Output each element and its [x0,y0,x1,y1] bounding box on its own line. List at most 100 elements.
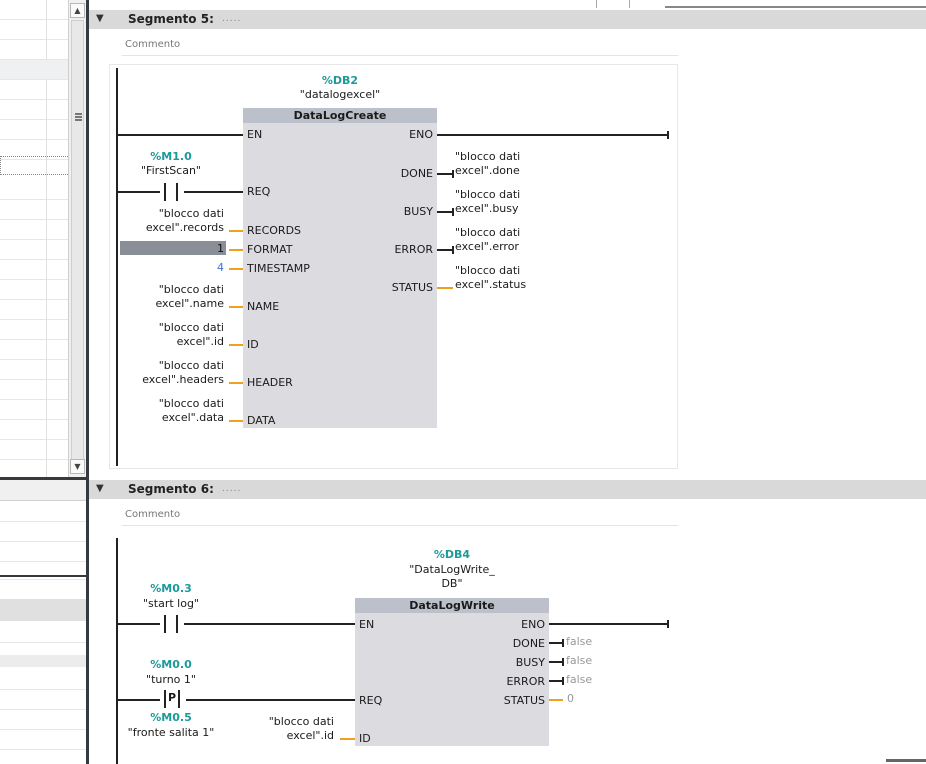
tree-row[interactable] [0,710,86,730]
busy-operand[interactable]: "blocco dati excel".busy [455,188,521,215]
no-contact[interactable] [160,615,184,633]
tree-row[interactable] [0,380,68,400]
tree-row[interactable] [0,20,68,40]
tree-row[interactable] [0,670,86,690]
tree-row[interactable] [0,440,68,460]
datalogcreate-block[interactable]: DataLogCreate [243,108,437,428]
segment-comment[interactable]: Commento [122,36,678,56]
tree-row[interactable] [0,340,68,360]
panel-separator [0,575,86,577]
segment-6-header[interactable]: ▼ Segmento 6: ..... [89,480,926,499]
collapse-triangle-icon[interactable]: ▼ [96,13,104,24]
tree-row[interactable] [0,200,68,220]
datalogwrite-block[interactable]: DataLogWrite [355,598,549,746]
tree-row[interactable] [0,40,68,60]
error-operand[interactable]: "blocco dati excel".error [455,226,521,253]
contact-tag[interactable]: "start log" [142,597,199,610]
grip-icon [75,113,82,121]
network-5-area[interactable] [109,64,678,469]
db-instance-name[interactable]: "datalogexcel" [299,88,381,101]
pin-id: ID [359,732,371,745]
timestamp-value[interactable]: 4 [217,261,224,274]
selected-operand-field[interactable] [120,241,226,255]
tree-row[interactable] [0,522,86,542]
splitter[interactable] [86,0,89,764]
en-wire [117,134,243,136]
id-wire [229,344,243,346]
tree-row[interactable] [0,623,86,643]
tree-row-selected[interactable] [0,156,70,175]
edge-memory-address[interactable]: %M0.5 [150,711,192,724]
data-operand[interactable]: "blocco dati excel".data [158,397,224,424]
pin-error: ERROR [506,675,545,688]
db-instance-name[interactable]: "DataLogWrite_ DB" [409,563,495,590]
name-wire [229,306,243,308]
scroll-thumb[interactable] [71,20,84,472]
tree-row[interactable] [0,690,86,710]
pin-format: FORMAT [247,243,293,256]
en-wire [117,623,355,625]
collapse-triangle-icon[interactable]: ▼ [96,483,104,494]
scroll-up-icon[interactable]: ▲ [70,3,85,18]
done-operand[interactable]: "blocco dati excel".done [455,150,521,177]
tree-row[interactable] [0,542,86,562]
tree-row[interactable] [0,560,86,580]
tree-row[interactable] [0,260,68,280]
tree-row[interactable] [0,502,86,522]
block-name: DataLogCreate [243,108,437,123]
done-wire [437,173,453,175]
wire-end [452,208,454,216]
tree-row[interactable] [0,730,86,750]
id-operand[interactable]: "blocco dati excel".id [268,715,334,742]
power-rail [116,68,118,466]
db-number[interactable]: %DB2 [321,74,359,87]
tree-row[interactable] [0,0,68,20]
pin-en: EN [247,128,263,141]
contact-tag[interactable]: "turno 1" [146,673,196,686]
segment-title-placeholder[interactable]: ..... [222,14,242,24]
contact-tag[interactable]: "FirstScan" [140,164,201,177]
tree-row[interactable] [0,60,68,80]
bottom-indicator [886,759,926,762]
pin-timestamp: TIMESTAMP [247,262,310,275]
tree-row[interactable] [0,140,68,160]
tree-row[interactable] [0,180,68,200]
db-number[interactable]: %DB4 [433,548,471,561]
tree-row[interactable] [0,100,68,120]
wire-end [562,677,564,685]
name-operand[interactable]: "blocco dati excel".name [155,283,224,310]
tree-row[interactable] [0,400,68,420]
tree-row[interactable] [0,300,68,320]
tree-row[interactable] [0,320,68,340]
tree-row[interactable] [0,80,68,100]
records-operand[interactable]: "blocco dati excel".records [145,207,224,234]
status-operand[interactable]: "blocco dati excel".status [455,264,527,291]
edge-memory-tag[interactable]: "fronte salita 1" [127,726,215,739]
segment-5-header[interactable]: ▼ Segmento 5: ..... [89,10,926,29]
pin-data: DATA [247,414,276,427]
scroll-down-icon[interactable]: ▼ [70,459,85,474]
tree-row[interactable] [0,458,68,478]
pin-header: HEADER [247,376,293,389]
tree-row[interactable] [0,240,68,260]
tree-row[interactable] [0,360,68,380]
contact-address[interactable]: %M0.3 [150,582,192,595]
p-contact[interactable]: P [160,690,186,708]
header-operand[interactable]: "blocco dati excel".headers [142,359,224,386]
tree-row[interactable] [0,220,68,240]
segment-title: Segmento 6: [128,482,214,496]
wire-end [667,131,669,139]
id-operand[interactable]: "blocco dati excel".id [158,321,224,348]
tree-row[interactable] [0,120,68,140]
contact-address[interactable]: %M0.0 [150,658,192,671]
contact-address[interactable]: %M1.0 [150,150,192,163]
format-value[interactable]: 1 [217,242,224,255]
vertical-scrollbar[interactable]: ▲ ▼ [68,0,86,477]
segment-comment[interactable]: Commento [122,506,678,526]
segment-title-placeholder[interactable]: ..... [222,484,242,494]
no-contact[interactable] [160,183,184,201]
wire-end [452,170,454,178]
tree-row[interactable] [0,280,68,300]
pin-eno: ENO [521,618,545,631]
tree-row[interactable] [0,420,68,440]
